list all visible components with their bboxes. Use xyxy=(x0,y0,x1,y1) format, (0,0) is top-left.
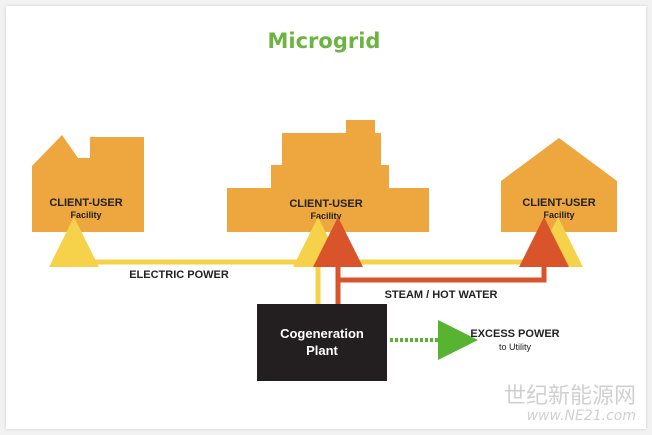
microgrid-diagram: Microgrid CLIENT-USER Facility CLIENT-US… xyxy=(32,29,636,424)
excess-power-label: EXCESS POWER xyxy=(470,328,559,340)
steam-label: STEAM / HOT WATER xyxy=(385,289,498,301)
left-facility-title: CLIENT-USER xyxy=(49,197,122,209)
center-facility-subtitle: Facility xyxy=(310,211,341,221)
center-facility-building xyxy=(227,120,429,232)
excess-power-sublabel: to Utility xyxy=(499,342,532,352)
cogeneration-plant-box xyxy=(257,304,387,381)
watermark-url: www.NE21.com xyxy=(527,408,636,424)
plant-label-line1: Cogeneration xyxy=(280,326,364,341)
left-facility-building xyxy=(32,135,144,232)
diagram-title: Microgrid xyxy=(268,29,381,53)
right-facility-title: CLIENT-USER xyxy=(522,197,595,209)
watermark-chinese: 世纪新能源网 xyxy=(504,384,636,409)
right-facility-building xyxy=(501,138,617,232)
electric-power-label: ELECTRIC POWER xyxy=(129,269,229,281)
steam-lines xyxy=(313,217,569,304)
diagram-frame: Microgrid CLIENT-USER Facility CLIENT-US… xyxy=(6,6,646,429)
center-facility-title: CLIENT-USER xyxy=(289,198,362,210)
plant-label-line2: Plant xyxy=(306,343,338,358)
right-facility-subtitle: Facility xyxy=(543,210,574,220)
left-facility-subtitle: Facility xyxy=(70,210,101,220)
